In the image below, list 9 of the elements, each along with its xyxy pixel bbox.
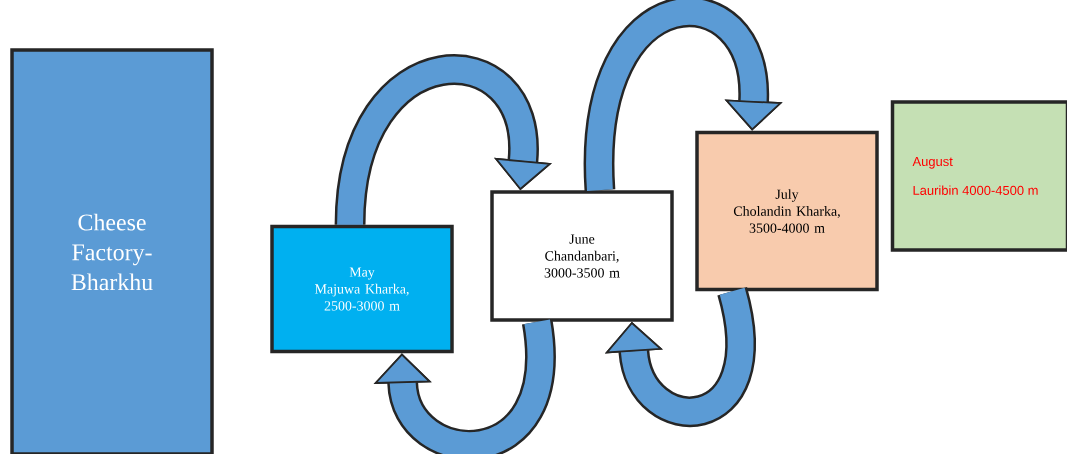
curved-arrow — [584, 0, 783, 191]
place-box: June Chandanbari, 3000-3500 m — [490, 190, 674, 322]
factory-box: Cheese Factory-Bharkhu — [10, 48, 214, 454]
curved-arrow — [373, 320, 556, 454]
curved-arrow — [604, 288, 756, 427]
place-box: August Lauribin 4000-4500 m — [890, 100, 1067, 252]
place-box: May Majuwa Kharka, 2500-3000 m — [270, 224, 454, 354]
curved-arrow — [334, 54, 552, 226]
place-box: July Cholandin Kharka, 3500-4000 m — [695, 130, 879, 292]
